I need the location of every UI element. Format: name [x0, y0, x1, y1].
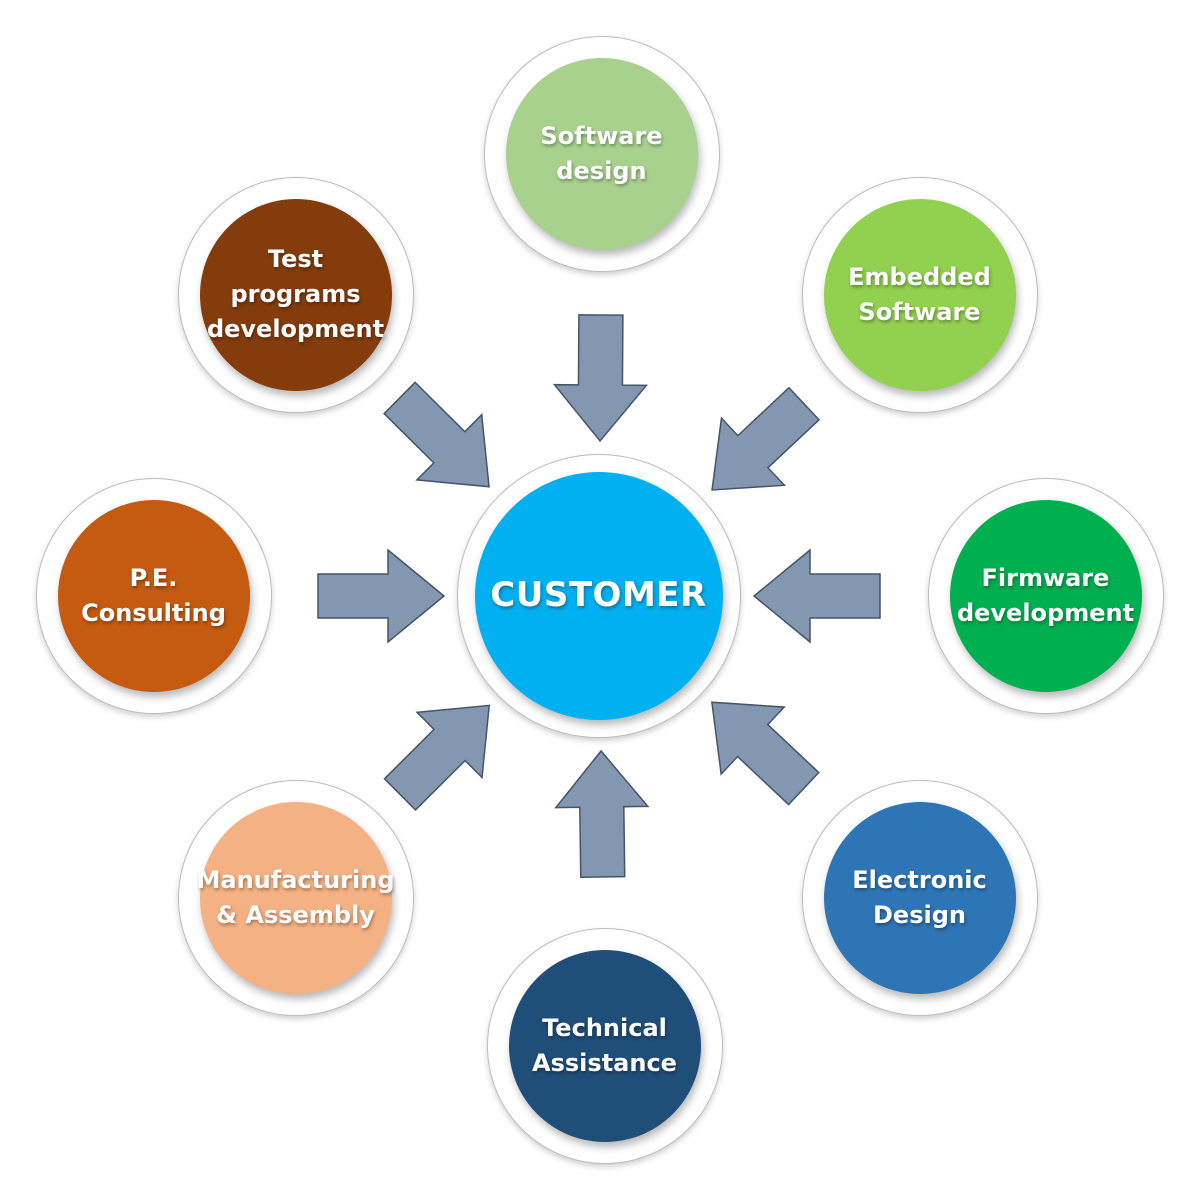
- electronic-design-label: Electronic Design: [852, 865, 987, 929]
- customer-circle: CUSTOMER: [474, 471, 723, 720]
- customer-label: CUSTOMER: [490, 575, 707, 615]
- electronic-design-ring: Electronic Design: [802, 780, 1038, 1016]
- pe-consulting-label: P.E. Consulting: [81, 563, 226, 627]
- pe-consulting-ring: P.E. Consulting: [36, 478, 272, 714]
- firmware-development-label: Firmware development: [956, 563, 1135, 627]
- technical-assistance-ring: Technical Assistance: [487, 928, 723, 1164]
- electronic-design-circle: Electronic Design: [823, 801, 1016, 994]
- arrow-electronic-design-to-customer: [711, 701, 820, 806]
- test-programs-development-circle: Test programs development: [199, 198, 392, 391]
- embedded-software-ring: Embedded Software: [802, 177, 1038, 413]
- arrow-software-design-to-customer: [552, 314, 649, 443]
- embedded-software-circle: Embedded Software: [823, 198, 1016, 391]
- firmware-development-ring: Firmware development: [928, 478, 1164, 714]
- customer-ring: CUSTOMER: [457, 454, 741, 738]
- technical-assistance-label: Technical Assistance: [532, 1013, 677, 1077]
- software-design-ring: Software design: [484, 36, 720, 272]
- technical-assistance-circle: Technical Assistance: [508, 949, 701, 1142]
- arrow-firmware-development-to-customer: [752, 548, 881, 644]
- embedded-software-label: Embedded Software: [848, 262, 991, 326]
- pe-consulting-circle: P.E. Consulting: [57, 499, 250, 692]
- arrow-embedded-software-to-customer: [711, 386, 821, 491]
- software-design-circle: Software design: [505, 57, 698, 250]
- arrow-technical-assistance-to-customer: [554, 749, 650, 879]
- arrow-test-programs-development-to-customer: [383, 381, 490, 488]
- manufacturing-assembly-circle: Manufacturing & Assembly: [197, 801, 395, 994]
- manufacturing-assembly-label: Manufacturing & Assembly: [196, 865, 395, 929]
- firmware-development-circle: Firmware development: [949, 499, 1142, 692]
- manufacturing-assembly-ring: Manufacturing & Assembly: [178, 780, 414, 1016]
- test-programs-development-ring: Test programs development: [178, 177, 414, 413]
- test-programs-development-label: Test programs development: [206, 245, 385, 343]
- software-design-label: Software design: [540, 121, 663, 185]
- arrow-manufacturing-assembly-to-customer: [383, 704, 491, 812]
- arrow-pe-consulting-to-customer: [317, 548, 446, 644]
